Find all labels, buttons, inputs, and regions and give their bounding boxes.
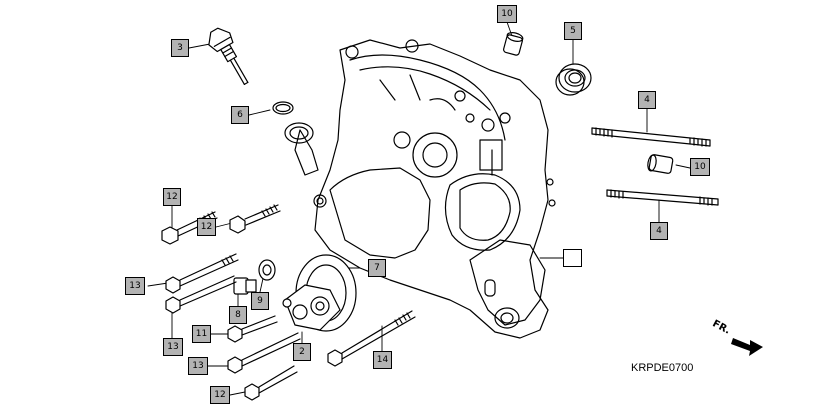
callout-10-mid: 10 [690,158,710,176]
callout-4-low: 4 [650,222,668,240]
callout-7: 7 [368,259,386,277]
crankcase-details [284,39,556,329]
dowel-pin-mid [647,154,674,174]
callout-2: 2 [293,343,311,361]
callout-12-bottom: 12 [210,386,230,404]
callout-blank [563,249,582,267]
oil-gauge [208,27,249,86]
callout-13-low: 13 [163,338,183,356]
callout-3: 3 [171,39,189,57]
drawing-code: KRPDE0700 [631,362,694,374]
stud-bolt-top [591,127,711,147]
flange-bolt-12-mid [229,204,281,234]
cover-plate [282,254,357,332]
front-arrow-icon [731,338,763,356]
callout-9: 9 [251,292,269,310]
callout-4-top: 4 [638,91,656,109]
flange-bolt-14 [327,310,416,367]
dowel-pin-top [503,32,524,56]
sealing-washer [258,259,276,281]
callout-6: 6 [231,106,249,124]
callout-8: 8 [229,306,247,324]
flange-bolt-13-bottom [227,332,301,374]
callout-13-bottom: 13 [188,357,208,375]
flange-bolt-13-left [165,253,239,294]
flange-bolt-11 [227,315,278,343]
leader-lines [147,21,691,396]
callout-12-mid: 12 [197,218,216,236]
flange-bolt-12-bottom [244,365,298,401]
callout-11: 11 [192,325,211,343]
drain-bolt [233,277,257,295]
callout-12-left: 12 [163,188,181,206]
callout-5: 5 [564,22,582,40]
callout-14: 14 [373,351,392,369]
callout-10-top: 10 [497,5,517,23]
flange-bolt-13-low [165,275,237,314]
stud-bolt-low [606,189,719,206]
oil-seal [555,63,592,96]
callout-13-left: 13 [125,277,145,295]
